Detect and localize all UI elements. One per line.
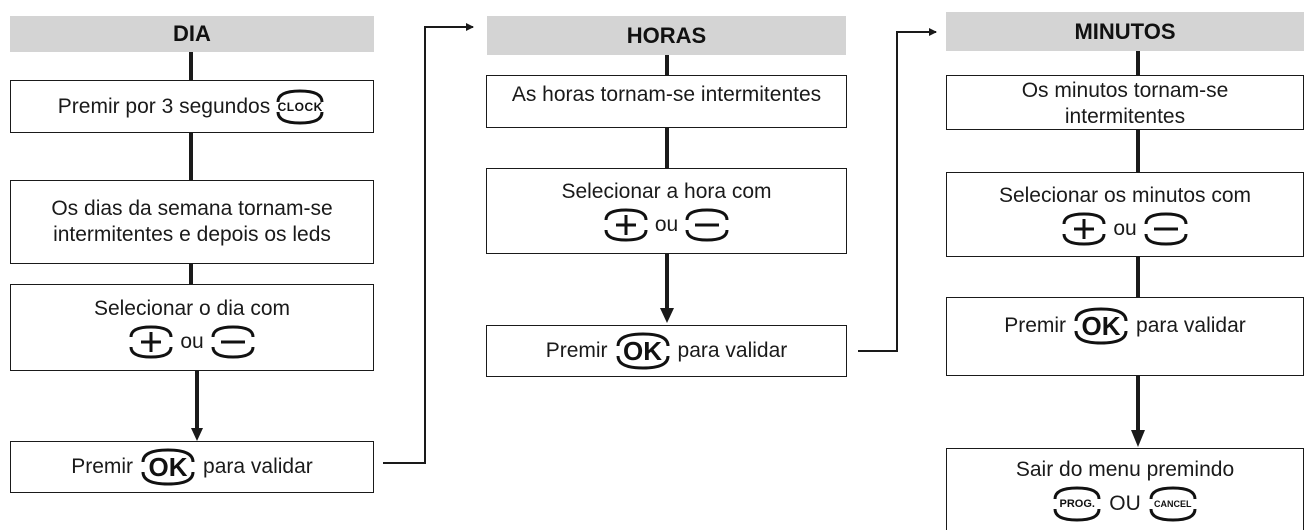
prog-key-icon: PROG.: [1051, 485, 1103, 523]
or-text: ou: [1113, 216, 1137, 240]
connector-line: [189, 52, 193, 80]
connector-line: [665, 128, 669, 168]
minutos-header: MINUTOS: [946, 12, 1304, 51]
or-text: OU: [1109, 491, 1141, 515]
arrow-head-icon: [1131, 430, 1145, 447]
horas-header-label: HORAS: [626, 22, 707, 48]
step-text: Sair do menu premindo: [1015, 457, 1235, 481]
minus-key-icon: [208, 324, 258, 360]
connector-line: [189, 133, 193, 180]
step-text: Selecionar a hora com: [561, 180, 772, 203]
plus-key-icon: [1059, 211, 1109, 247]
clock-key-label: CLOCK: [277, 99, 323, 114]
step-text-post: para validar: [1136, 314, 1246, 337]
minus-key-icon: [1141, 211, 1191, 247]
cancel-key-label: CANCEL: [1154, 498, 1192, 509]
ok-key-icon: OK: [614, 331, 672, 371]
step-text-line1: Os dias da semana tornam-se: [51, 197, 333, 220]
dia-header: DIA: [10, 16, 374, 52]
step-text-post: para validar: [203, 455, 313, 478]
connector-line: [665, 55, 669, 75]
connector-line: [1136, 51, 1140, 75]
ok-key-icon: OK: [1072, 306, 1130, 346]
step-text-pre: Premir: [71, 455, 134, 478]
arrow-head-icon: [191, 428, 203, 441]
minus-key-icon: [682, 207, 732, 243]
dia-step-days-blink: Os dias da semana tornam-se intermitente…: [10, 180, 374, 264]
dia-header-label: DIA: [173, 21, 211, 46]
step-text-line2: intermitentes: [1064, 105, 1186, 128]
ok-key-icon: OK: [139, 447, 197, 487]
connector-line: [665, 254, 669, 309]
step-text-post: para validar: [677, 339, 788, 362]
horas-step-validate: Premir OK para validar: [486, 325, 847, 377]
clock-key-icon: CLOCK: [274, 88, 326, 126]
arrow-head-icon: [660, 308, 674, 323]
connector-line: [1136, 130, 1140, 172]
horas-header: HORAS: [487, 16, 846, 55]
horas-step-select-hour: Selecionar a hora com ou: [486, 168, 847, 254]
step-text-line1: Os minutos tornam-se: [1021, 79, 1229, 102]
connector-line: [195, 371, 199, 429]
dia-step-validate: Premir OK para validar: [10, 441, 374, 493]
minutos-step-validate: Premir OK para validar: [946, 297, 1304, 376]
step-text: As horas tornam-se intermitentes: [511, 83, 822, 106]
or-text: ou: [180, 329, 204, 353]
step-text: Selecionar os minutos com: [998, 183, 1252, 207]
horas-step-blink: As horas tornam-se intermitentes: [486, 75, 847, 128]
dia-step-select-day: Selecionar o dia com ou: [10, 284, 374, 371]
step-text: Selecionar o dia com: [93, 296, 291, 320]
plus-key-icon: [126, 324, 176, 360]
connector-horas-to-minutos: [858, 28, 937, 352]
cancel-key-icon: CANCEL: [1147, 485, 1199, 523]
minutos-step-blink: Os minutos tornam-se intermitentes: [946, 75, 1304, 130]
plus-key-icon: [601, 207, 651, 243]
connector-line: [1136, 376, 1140, 431]
step-text-pre: Premir: [1004, 314, 1067, 337]
step-text: Premir por 3 segundos: [57, 94, 271, 118]
connector-dia-to-horas: [383, 23, 474, 464]
ok-key-label: OK: [1081, 311, 1121, 341]
connector-line: [189, 264, 193, 284]
minutos-step-select-minutes: Selecionar os minutos com ou: [946, 172, 1304, 257]
ok-key-label: OK: [148, 452, 188, 482]
connector-line: [1136, 257, 1140, 297]
or-text: ou: [654, 213, 679, 236]
dia-step-hold-clock: Premir por 3 segundos CLOCK: [10, 80, 374, 133]
minutos-step-exit: Sair do menu premindo PROG. OU CANCEL: [946, 448, 1304, 530]
minutos-header-label: MINUTOS: [1074, 18, 1176, 44]
step-text-line2: intermitentes e depois os leds: [53, 223, 331, 246]
step-text-pre: Premir: [545, 339, 608, 362]
prog-key-label: PROG.: [1059, 497, 1095, 510]
ok-key-label: OK: [623, 336, 663, 366]
